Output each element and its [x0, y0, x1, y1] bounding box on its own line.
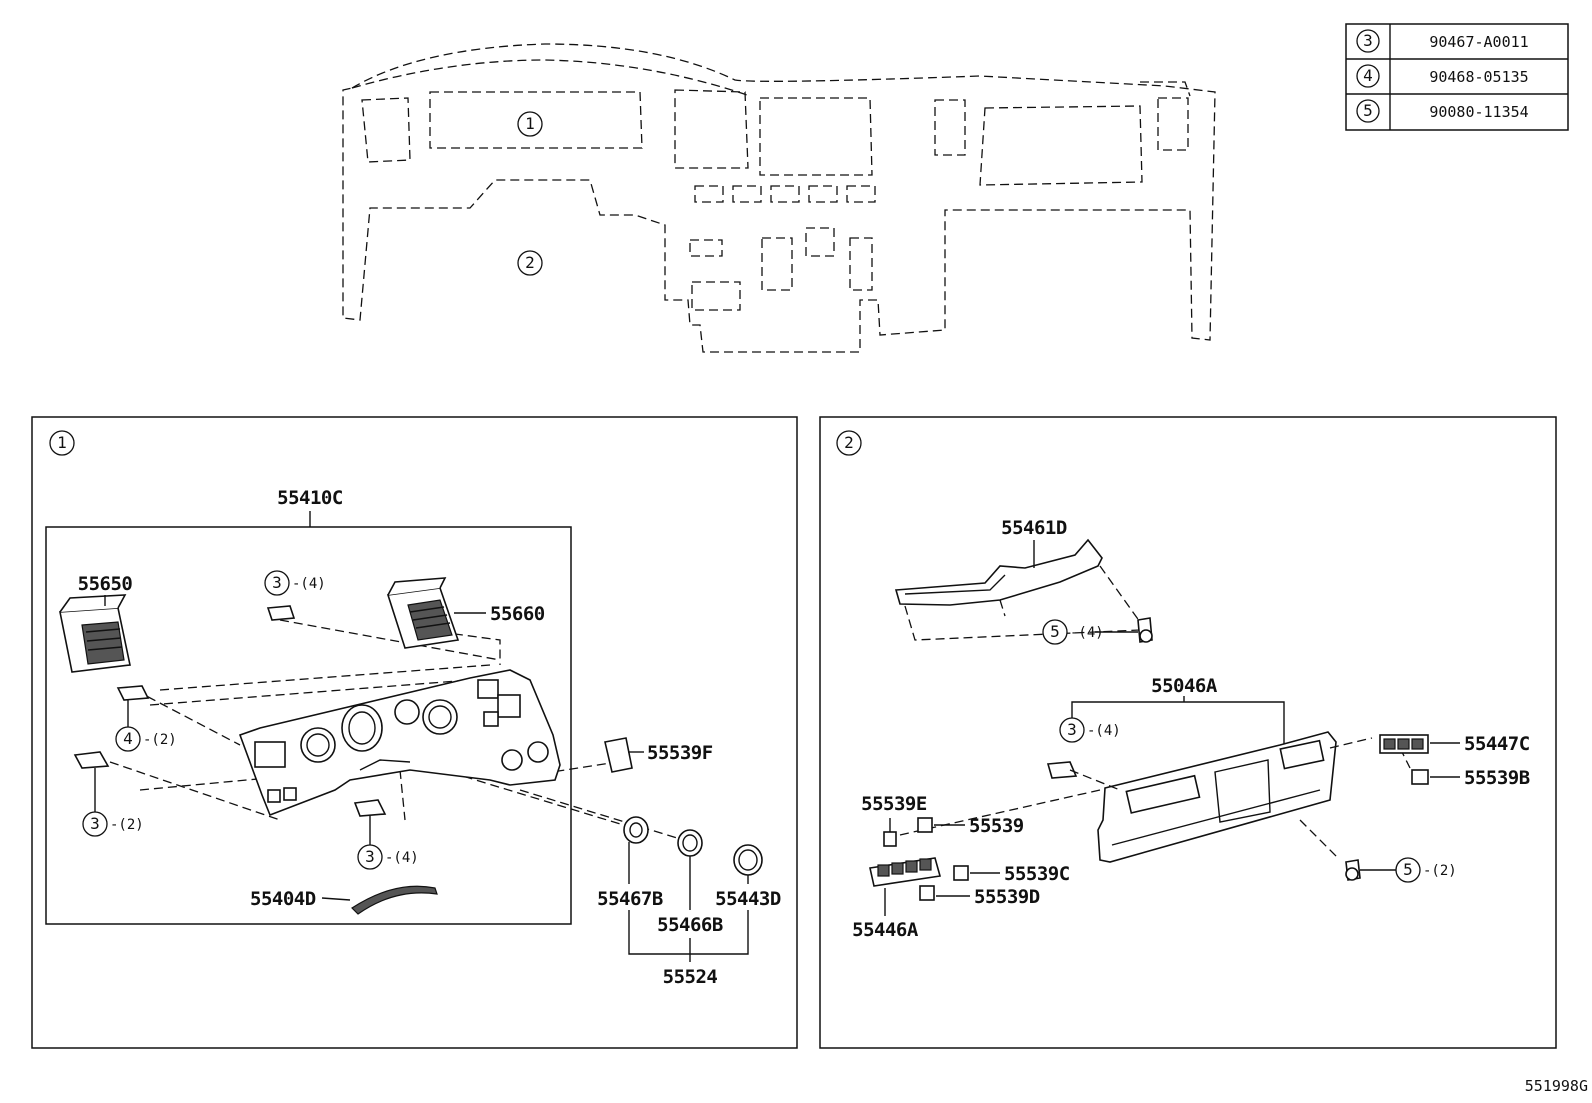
clip-bolt-top: 5 -(4): [1042, 619, 1104, 645]
svg-text:1: 1: [525, 114, 535, 133]
part-55650-vent: [59, 594, 131, 673]
part-55443D: [733, 844, 763, 876]
part-55447C: [1379, 734, 1429, 754]
diagram-code: 551998G: [1524, 1077, 1588, 1095]
clip-top: 3 -(4): [264, 570, 326, 621]
bolt-lower: [1345, 859, 1361, 881]
svg-text:90468-05135: 90468-05135: [1429, 68, 1528, 86]
dashboard-overview: 1 2: [342, 43, 1216, 353]
label-55650: 55650: [78, 573, 133, 595]
panel-1: 1 55410C 55650 55660: [31, 416, 798, 1049]
part-55467B: [623, 816, 649, 844]
overview-callout-2: 2: [517, 250, 543, 276]
svg-text:3: 3: [1067, 720, 1077, 739]
svg-text:90080-11354: 90080-11354: [1429, 103, 1528, 121]
label-55539C: 55539C: [1004, 863, 1070, 885]
svg-text:-(4): -(4): [1087, 723, 1121, 739]
svg-text:2: 2: [525, 253, 535, 272]
clip-bottom: 3 -(4): [353, 799, 419, 870]
part-55461D-bracket: [894, 538, 1103, 606]
svg-text:-(4): -(4): [292, 576, 326, 592]
svg-text:90467-A0011: 90467-A0011: [1429, 33, 1528, 51]
label-55539: 55539: [969, 815, 1024, 837]
svg-text:5: 5: [1050, 622, 1060, 641]
label-55466B: 55466B: [657, 914, 723, 936]
part-55046A-lower-panel: [1097, 731, 1337, 863]
part-55410C-cluster-bezel: [238, 669, 561, 817]
bolt-top: [1137, 617, 1153, 643]
label-55539F: 55539F: [647, 742, 713, 764]
svg-text:4: 4: [123, 729, 133, 748]
svg-text:5: 5: [1363, 101, 1373, 120]
label-55539B: 55539B: [1464, 767, 1530, 789]
label-55046A: 55046A: [1151, 675, 1218, 697]
part-55404D-strip: [351, 885, 438, 915]
assembly-box-55410C: [45, 526, 572, 925]
svg-text:-(2): -(2): [110, 817, 144, 833]
svg-text:-(4): -(4): [1070, 625, 1104, 641]
svg-text:3: 3: [365, 847, 375, 866]
part-55539B: [1411, 769, 1429, 785]
legend-row-5: 5 90080-11354: [1356, 99, 1529, 123]
svg-text:-(2): -(2): [143, 732, 177, 748]
legend-row-4: 4 90468-05135: [1356, 64, 1529, 88]
svg-text:3: 3: [272, 573, 282, 592]
clip-bolt-lower: 5 -(2): [1395, 857, 1457, 883]
part-55539: [917, 817, 933, 833]
clip-panel2-3: 3 -(4): [1046, 717, 1121, 779]
label-55410C: 55410C: [277, 487, 343, 509]
part-55466B: [677, 829, 703, 857]
label-55404D: 55404D: [250, 888, 316, 910]
label-55539D: 55539D: [974, 886, 1040, 908]
label-55461D: 55461D: [1001, 517, 1067, 539]
part-55660-vent: [386, 577, 460, 649]
label-55446A: 55446A: [852, 919, 919, 941]
part-55539D: [919, 885, 935, 901]
overview-callout-1: 1: [517, 111, 543, 137]
svg-text:5: 5: [1403, 860, 1413, 879]
label-55443D: 55443D: [715, 888, 781, 910]
svg-text:-(4): -(4): [385, 850, 419, 866]
label-55524: 55524: [663, 966, 718, 988]
svg-text:2: 2: [844, 433, 854, 452]
svg-text:-(2): -(2): [1423, 863, 1457, 879]
svg-text:1: 1: [57, 433, 67, 452]
part-55539E: [883, 831, 897, 847]
svg-text:3: 3: [1363, 31, 1373, 50]
part-55539C: [953, 865, 969, 881]
label-55539E: 55539E: [861, 793, 927, 815]
label-55447C: 55447C: [1464, 733, 1530, 755]
part-55446A-switch-plate: [869, 857, 942, 887]
clip-left-4: 4 -(2): [115, 685, 177, 752]
svg-text:3: 3: [90, 814, 100, 833]
label-55467B: 55467B: [597, 888, 663, 910]
svg-text:4: 4: [1363, 66, 1373, 85]
panel-2: 2 55461D 5 -(4) 55046A 3 -(4): [819, 416, 1557, 1049]
clip-left-3: 3 -(2): [73, 751, 144, 837]
label-55660: 55660: [490, 603, 545, 625]
legend-row-3: 3 90467-A0011: [1356, 29, 1529, 53]
legend-table: 3 90467-A0011 4 90468-05135 5 90080-1135…: [1345, 23, 1569, 131]
part-55539F: [604, 737, 633, 773]
